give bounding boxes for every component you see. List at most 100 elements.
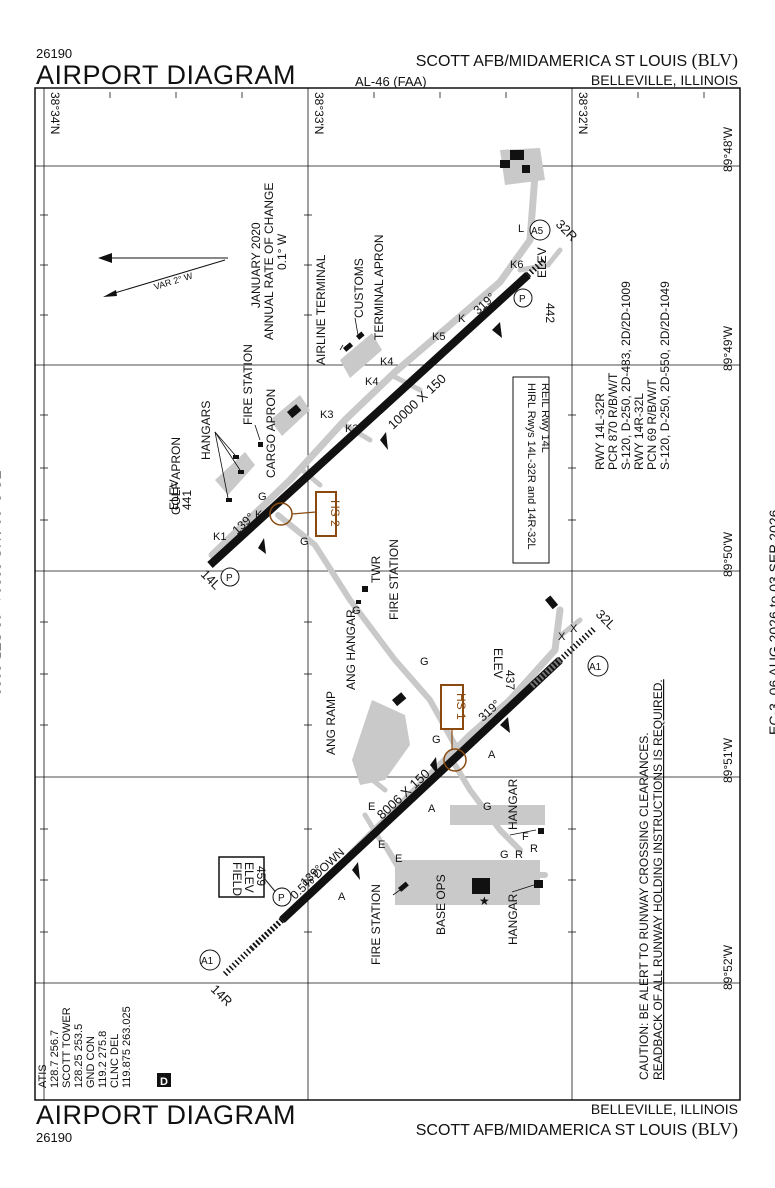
taxiway-label-k: K [255, 509, 263, 521]
wind-cone-icon [352, 862, 360, 880]
doc-number-bottom: 26190 [36, 1130, 73, 1145]
taxiway-label-g: G [500, 849, 509, 861]
taxiway-label-r: R [515, 849, 523, 861]
taxiway-label-e: E [395, 853, 402, 865]
runway-14r-32l [221, 625, 598, 978]
base-ops-building [472, 878, 490, 894]
taxiway-label-a: A [428, 803, 436, 815]
hangar-building [534, 880, 543, 888]
runway-data-line1: RWY 14L-32R [593, 393, 607, 470]
label-hangar-bottom: HANGAR [506, 893, 520, 945]
building [500, 160, 510, 168]
label-ang-hangar: ANG HANGAR [344, 609, 358, 690]
taxiway-label-l: L [518, 223, 524, 235]
wind-cone-icon [380, 432, 388, 450]
marker-a1-circle [199, 949, 221, 971]
taxiway-label-a: A [488, 749, 496, 761]
cargo-building [287, 404, 302, 419]
magvar-rate-label: ANNUAL RATE OF CHANGE [262, 183, 276, 340]
airport-name-text: SCOTT AFB/MIDAMERICA ST LOUIS [415, 1122, 688, 1139]
page-title-top: AIRPORT DIAGRAM [36, 60, 297, 90]
runway-end-14r: 14R [208, 982, 235, 1009]
taxiway-x [552, 617, 583, 643]
runway-data-line5: PCN 69 R/B/W/T [645, 379, 659, 470]
beacon-symbols [258, 322, 510, 880]
magvar-rate-value: 0.1° W [275, 233, 289, 270]
runway-pavement [207, 272, 531, 568]
diagram-frame [34, 87, 741, 1101]
fire-station-building [398, 881, 409, 892]
publication-code: AL-46 (FAA) [355, 74, 427, 89]
hangar-building [238, 470, 244, 474]
wind-cone-icon [430, 757, 438, 775]
hot-spot-leader-2 [291, 511, 317, 515]
taxiway-label-e: E [378, 839, 385, 851]
taxiway-label-k1: K1 [213, 531, 226, 543]
taxiway-label-x: X [558, 631, 566, 643]
label-hangar-right: HANGAR [506, 778, 520, 830]
marker-p: P [226, 573, 233, 584]
freq-tower-values: 128.25 253.5 [73, 1024, 85, 1088]
runway-data-line4: RWY 14R-32L [632, 393, 646, 470]
hot-spot-box-2 [315, 491, 337, 537]
elev-value-32l: 437 [503, 670, 517, 690]
freq-badge: D [160, 1076, 168, 1088]
field-elev-value: 459 [254, 866, 268, 886]
elev-label-32r: ELEV [535, 247, 549, 278]
grid-ticks [40, 92, 705, 933]
city-top: BELLEVILLE, ILLINOIS [590, 72, 738, 88]
marker-a1-circle [587, 655, 609, 677]
doc-number-top: 26190 [36, 46, 73, 61]
freq-clearance-values: 119.875 263.025 [121, 1006, 133, 1088]
airline-terminal-building [343, 342, 354, 352]
building [522, 165, 530, 173]
buildings [226, 150, 559, 894]
marker-p-circle [220, 567, 240, 587]
long-label-89-52: 89°52'W [721, 944, 735, 990]
label-terminal-apron: TERMINAL APRON [372, 234, 386, 340]
freq-clearance: CLNC DEL [109, 1034, 121, 1088]
fire-station-building [356, 600, 361, 604]
aprons [215, 148, 545, 905]
marker-p-circle [513, 288, 533, 308]
wind-cone-icon [258, 538, 266, 554]
label-fire-station-top: FIRE STATION [241, 344, 255, 425]
taxiway-label-x: X [570, 623, 578, 635]
hot-spot-circle-1 [443, 748, 467, 772]
marker-p-circle [272, 887, 292, 907]
hangar-apron [450, 805, 545, 825]
taxiway-label-k3: K3 [345, 423, 358, 435]
airport-name-text: SCOTT AFB/MIDAMERICA ST LOUIS [415, 53, 688, 70]
runway-data-line2: PCR 870 R/B/W/T [606, 372, 620, 470]
label-base-ops: BASE OPS [434, 874, 448, 935]
taxiway-label-f: F [522, 831, 529, 843]
taxiway-label-k3: K3 [320, 409, 333, 421]
field-elev-line1: FIELD [230, 862, 244, 896]
customs-building [356, 331, 365, 340]
taxiway-label-g: G [258, 491, 267, 503]
freq-badge-box [157, 1073, 171, 1087]
taxiway-label-k5: K5 [432, 331, 445, 343]
field-elev-box [218, 856, 265, 898]
terminal-apron [340, 333, 382, 378]
hot-spot-2-label: HS 2 [328, 500, 342, 527]
label-cargo-apron: CARGO APRON [264, 389, 278, 478]
tower-building [362, 586, 368, 592]
airport-name-bottom: SCOTT AFB/MIDAMERICA ST LOUIS (BLV) [416, 1119, 738, 1140]
base-ops-star-icon: ★ [479, 894, 490, 908]
long-label-89-50: 89°50'W [721, 531, 735, 577]
hot-spot-box-1 [440, 684, 464, 730]
magvar-date: JANUARY 2020 [249, 222, 263, 308]
hangar-building [538, 828, 544, 834]
airport-code: (BLV) [691, 50, 738, 70]
caution-line1: CAUTION: BE ALERT TO RUNWAY CROSSING CLE… [637, 732, 651, 1080]
building [510, 150, 524, 160]
taxiway-label-g: G [432, 734, 441, 746]
taxiway-label-e: E [368, 801, 375, 813]
marker-a1: A1 [201, 956, 214, 967]
runway-end-32l: 32L [593, 607, 619, 633]
elev-label-32l: ELEV [491, 648, 505, 679]
label-fire-station-mid: FIRE STATION [387, 539, 401, 620]
label-leaders [214, 317, 537, 896]
lat-label-38-33: 38°33'N [312, 92, 326, 134]
